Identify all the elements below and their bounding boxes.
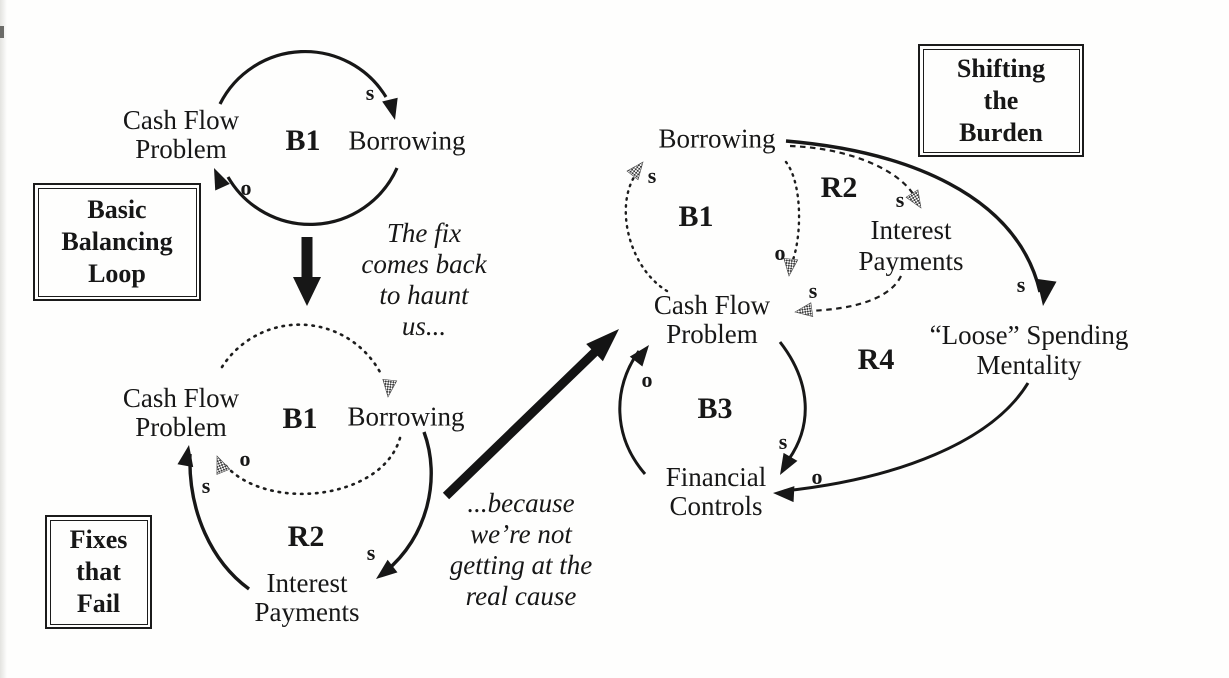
shifting-the-burden-box: Shifting the Burden (918, 44, 1084, 157)
arrowhead-basic-into-cashflow (214, 168, 230, 191)
fixes-that-fail-box: Fixes that Fail (45, 515, 152, 629)
shifting-the-burden-box-label: Shifting the Burden (922, 48, 1080, 153)
fixes-that-fail-box-label: Fixes that Fail (49, 519, 148, 625)
polarity-shifting-o-b3: o (641, 367, 653, 392)
node-shifting-cash-flow-problem: Cash Flow Problem (653, 290, 771, 349)
polarity-shifting-o-b1: o (774, 240, 786, 265)
arrowhead-shifting-into-financial-r4 (773, 486, 795, 503)
arrowhead-shifting-into-financial-b3 (780, 452, 798, 475)
loop-label-shifting-r2: R2 (820, 171, 858, 204)
polarity-fixes-s-right: s (366, 540, 376, 565)
node-shifting-borrowing: Borrowing (658, 123, 776, 154)
note-real-cause: ...because we’re not getting at the real… (449, 488, 593, 611)
basic-balancing-loop-box-label: Basic Balancing Loop (37, 187, 197, 297)
shifting-b3-loop-arcs (618, 341, 807, 475)
node-fixes-interest-payments: Interest Payments (254, 568, 360, 627)
shifting-r2-dashed-arcs (789, 144, 916, 313)
arc-shifting-cashflow-to-borrowing (624, 172, 669, 293)
connector-arrow-shaft (301, 237, 313, 279)
arc-basic-borrowing-to-cashflow (226, 167, 399, 226)
polarity-fixes-o: o (239, 446, 251, 471)
loop-label-shifting-r4: R4 (857, 343, 895, 376)
shifting-r4-loop-arcs (783, 139, 1042, 493)
loop-label-shifting-b1: B1 (678, 200, 714, 233)
big-diagonal-arrow-shaft (442, 346, 601, 500)
node-fixes-borrowing: Borrowing (347, 401, 465, 432)
polarity-shifting-s-b1: s (647, 163, 657, 188)
note-fix-comes-back: The fix comes back to haunt us... (361, 218, 487, 341)
loop-label-basic-b1: B1 (285, 124, 321, 157)
basic-b1-loop-arcs (218, 49, 399, 226)
arrowhead-fixes-into-cashflow-r2 (177, 445, 194, 468)
arrowhead-fixes-into-interest (376, 559, 398, 579)
arc-fixes-interest-to-cashflow (188, 453, 251, 591)
arrowhead-shifting-into-cashflow-b3 (629, 345, 649, 367)
loop-label-fixes-b1: B1 (282, 402, 318, 435)
polarity-basic-o: o (240, 175, 252, 200)
fixes-r2-loop-arcs (188, 431, 433, 591)
hatched-arrowhead-shifting-into-cashflow-r2 (794, 302, 814, 317)
arc-fixes-cashflow-to-borrowing (220, 323, 383, 376)
node-shifting-interest-payments: Interest Payments (858, 215, 964, 276)
node-shifting-financial-controls: Financial Controls (665, 462, 767, 521)
hatched-arrowhead-shifting-into-borrowing (626, 161, 644, 181)
arc-basic-cashflow-to-borrowing (218, 49, 388, 105)
basic-balancing-loop-box: Basic Balancing Loop (33, 183, 201, 301)
hatched-arrowhead-fixes-into-borrowing (382, 379, 398, 398)
polarity-shifting-s-r2-bottom: s (808, 278, 818, 303)
node-shifting-loose-spending-mentality: “Loose” Spending Mentality (929, 320, 1129, 380)
connector-arrow-head (293, 277, 321, 306)
arrowhead-basic-into-borrowing (382, 97, 398, 120)
connector-arrow-down (293, 237, 321, 306)
polarity-shifting-s-r2-top: s (895, 187, 905, 212)
arc-shifting-cashflow-to-financial (778, 341, 807, 460)
node-basic-borrowing: Borrowing (348, 125, 466, 156)
arc-shifting-borrowing-to-loose (785, 139, 1042, 293)
polarity-fixes-s-left: s (201, 473, 211, 498)
hatched-arrowhead-shifting-into-interest (905, 189, 922, 209)
fixes-b1-dotted-arcs (220, 323, 402, 496)
arc-shifting-borrowing-to-interest (789, 144, 916, 198)
arc-fixes-borrowing-to-interest (383, 431, 433, 574)
node-fixes-cash-flow-problem: Cash Flow Problem (122, 383, 240, 442)
scan-edge-artifact (0, 0, 7, 678)
node-basic-cash-flow-problem: Cash Flow Problem (122, 105, 240, 164)
big-diagonal-arrow (442, 329, 619, 500)
polarity-shifting-s-b3: s (778, 429, 788, 454)
arrowhead-shifting-into-loose (1036, 278, 1057, 306)
big-diagonal-arrow-head (586, 329, 619, 362)
scan-speck-artifact (0, 26, 4, 38)
arc-shifting-borrowing-to-cashflow (784, 160, 801, 267)
arc-shifting-loose-to-financial (783, 382, 1030, 493)
hatched-arrowhead-shifting-into-cashflow-b1 (783, 258, 799, 277)
shifting-b1-dotted-arcs (624, 160, 801, 293)
arc-fixes-borrowing-to-cashflow (224, 436, 402, 496)
loop-label-shifting-b3: B3 (697, 392, 733, 425)
polarity-shifting-s-r4: s (1016, 272, 1026, 297)
arc-shifting-interest-to-cashflow (804, 275, 902, 313)
arc-shifting-financial-to-cashflow (618, 350, 647, 475)
polarity-shifting-o-r4: o (811, 464, 823, 489)
hatched-arrowhead-fixes-into-cashflow (216, 455, 231, 475)
polarity-basic-s: s (365, 80, 375, 105)
loop-label-fixes-r2: R2 (287, 520, 325, 553)
